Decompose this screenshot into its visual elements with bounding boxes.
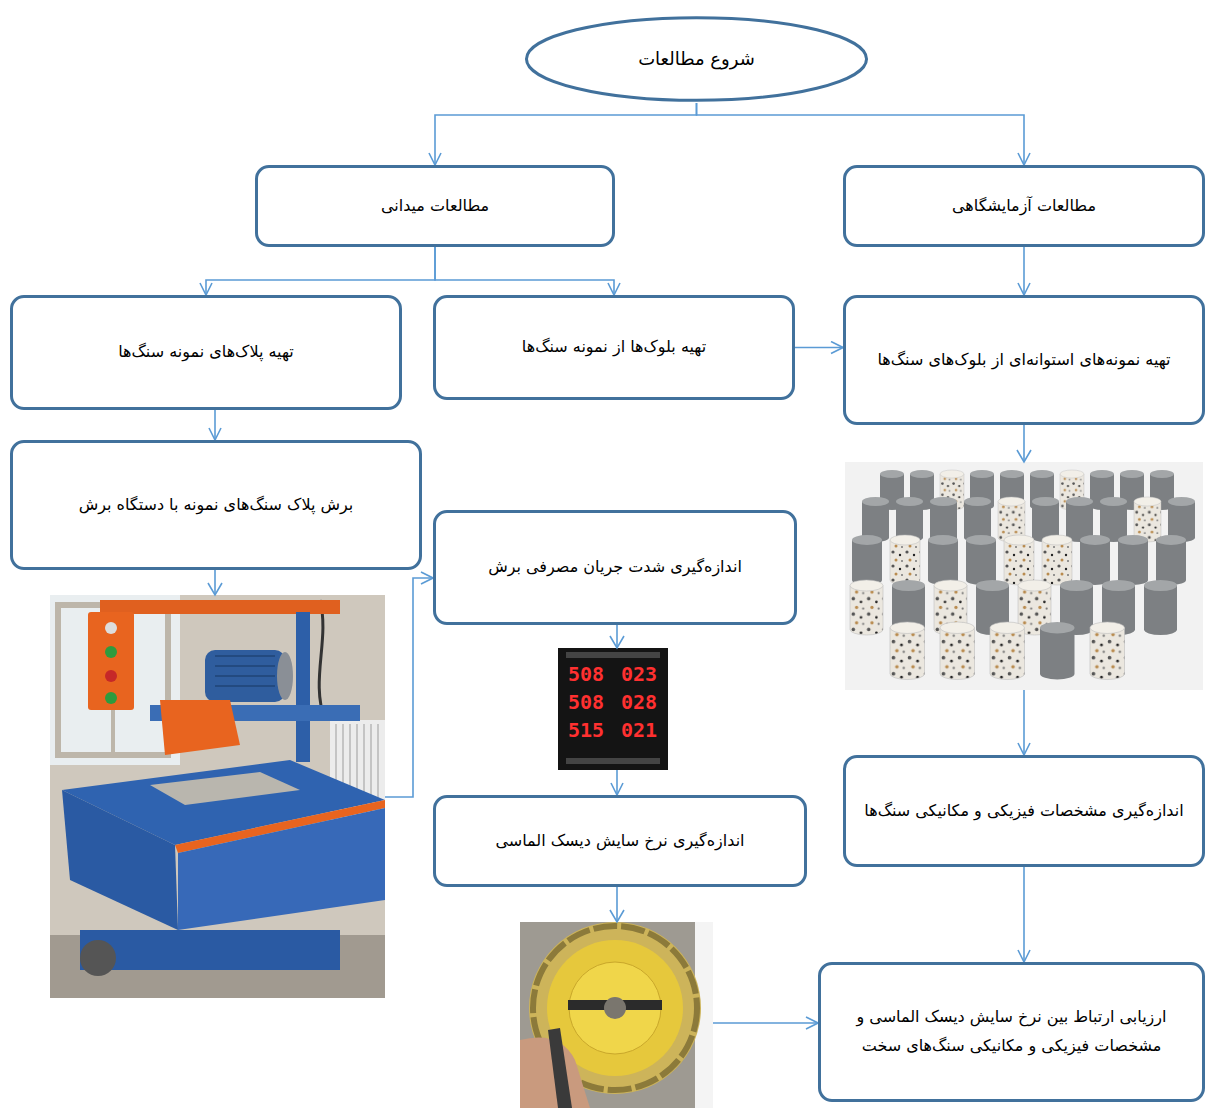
box-label: تهیه نمونه‌های استوانه‌ای از بلوک‌های سن… (877, 346, 1170, 375)
start-ellipse: شروع مطالعات (523, 15, 870, 103)
box-label: اندازه‌گیری مشخصات فیزیکی و مکانیکی سنگ‌… (864, 797, 1183, 826)
box-label: مطالعات میدانی (381, 192, 489, 221)
box-label: ارزیابی ارتباط بین نرخ سایش دیسک الماسی … (839, 1003, 1184, 1061)
flow-arrow (214, 410, 216, 440)
box-label: مطالعات آزمایشگاهی (952, 192, 1096, 221)
box-label: برش پلاک سنگ‌های نمونه با دستگاه برش (79, 491, 354, 520)
process-box: مطالعات آزمایشگاهی (843, 165, 1205, 247)
display-digits: 508 (564, 690, 608, 714)
flow-arrow (435, 103, 697, 165)
process-box: اندازه‌گیری شدت جریان مصرفی برش (433, 510, 797, 625)
display-digits: 508 (564, 662, 608, 686)
process-box: برش پلاک سنگ‌های نمونه با دستگاه برش (10, 440, 422, 570)
cutting-machine-photo (50, 595, 385, 998)
process-box: تهیه بلوک‌ها از نمونه سنگ‌ها (433, 295, 795, 400)
flow-arrow (1023, 247, 1025, 295)
display-digits: 021 (616, 718, 662, 742)
process-box: مطالعات میدانی (255, 165, 615, 247)
flow-arrow (1023, 867, 1025, 962)
rock-cylinders-photo (845, 462, 1203, 690)
flow-arrow (697, 103, 1025, 165)
box-label: تهیه بلوک‌ها از نمونه سنگ‌ها (522, 333, 706, 362)
flow-arrow (795, 347, 843, 349)
box-label: تهیه پلاک‌های نمونه سنگ‌ها (118, 338, 294, 367)
flow-arrow (206, 247, 435, 295)
process-box: تهیه نمونه‌های استوانه‌ای از بلوک‌های سن… (843, 295, 1205, 425)
process-box: اندازه‌گیری مشخصات فیزیکی و مکانیکی سنگ‌… (843, 755, 1205, 867)
flow-arrow (435, 247, 614, 295)
process-box: تهیه پلاک‌های نمونه سنگ‌ها (10, 295, 402, 410)
diamond-disc-photo (520, 922, 713, 1108)
ammeter-display-photo (558, 648, 668, 770)
box-label: اندازه‌گیری شدت جریان مصرفی برش (488, 553, 742, 582)
display-digits: 023 (616, 662, 662, 686)
box-label: اندازه‌گیری نرخ سایش دیسک الماسی (495, 827, 744, 856)
process-box: اندازه‌گیری نرخ سایش دیسک الماسی (433, 795, 807, 887)
start-label: شروع مطالعات (638, 43, 755, 75)
display-digits: 515 (564, 718, 608, 742)
process-box: ارزیابی ارتباط بین نرخ سایش دیسک الماسی … (818, 962, 1205, 1102)
display-digits: 028 (616, 690, 662, 714)
